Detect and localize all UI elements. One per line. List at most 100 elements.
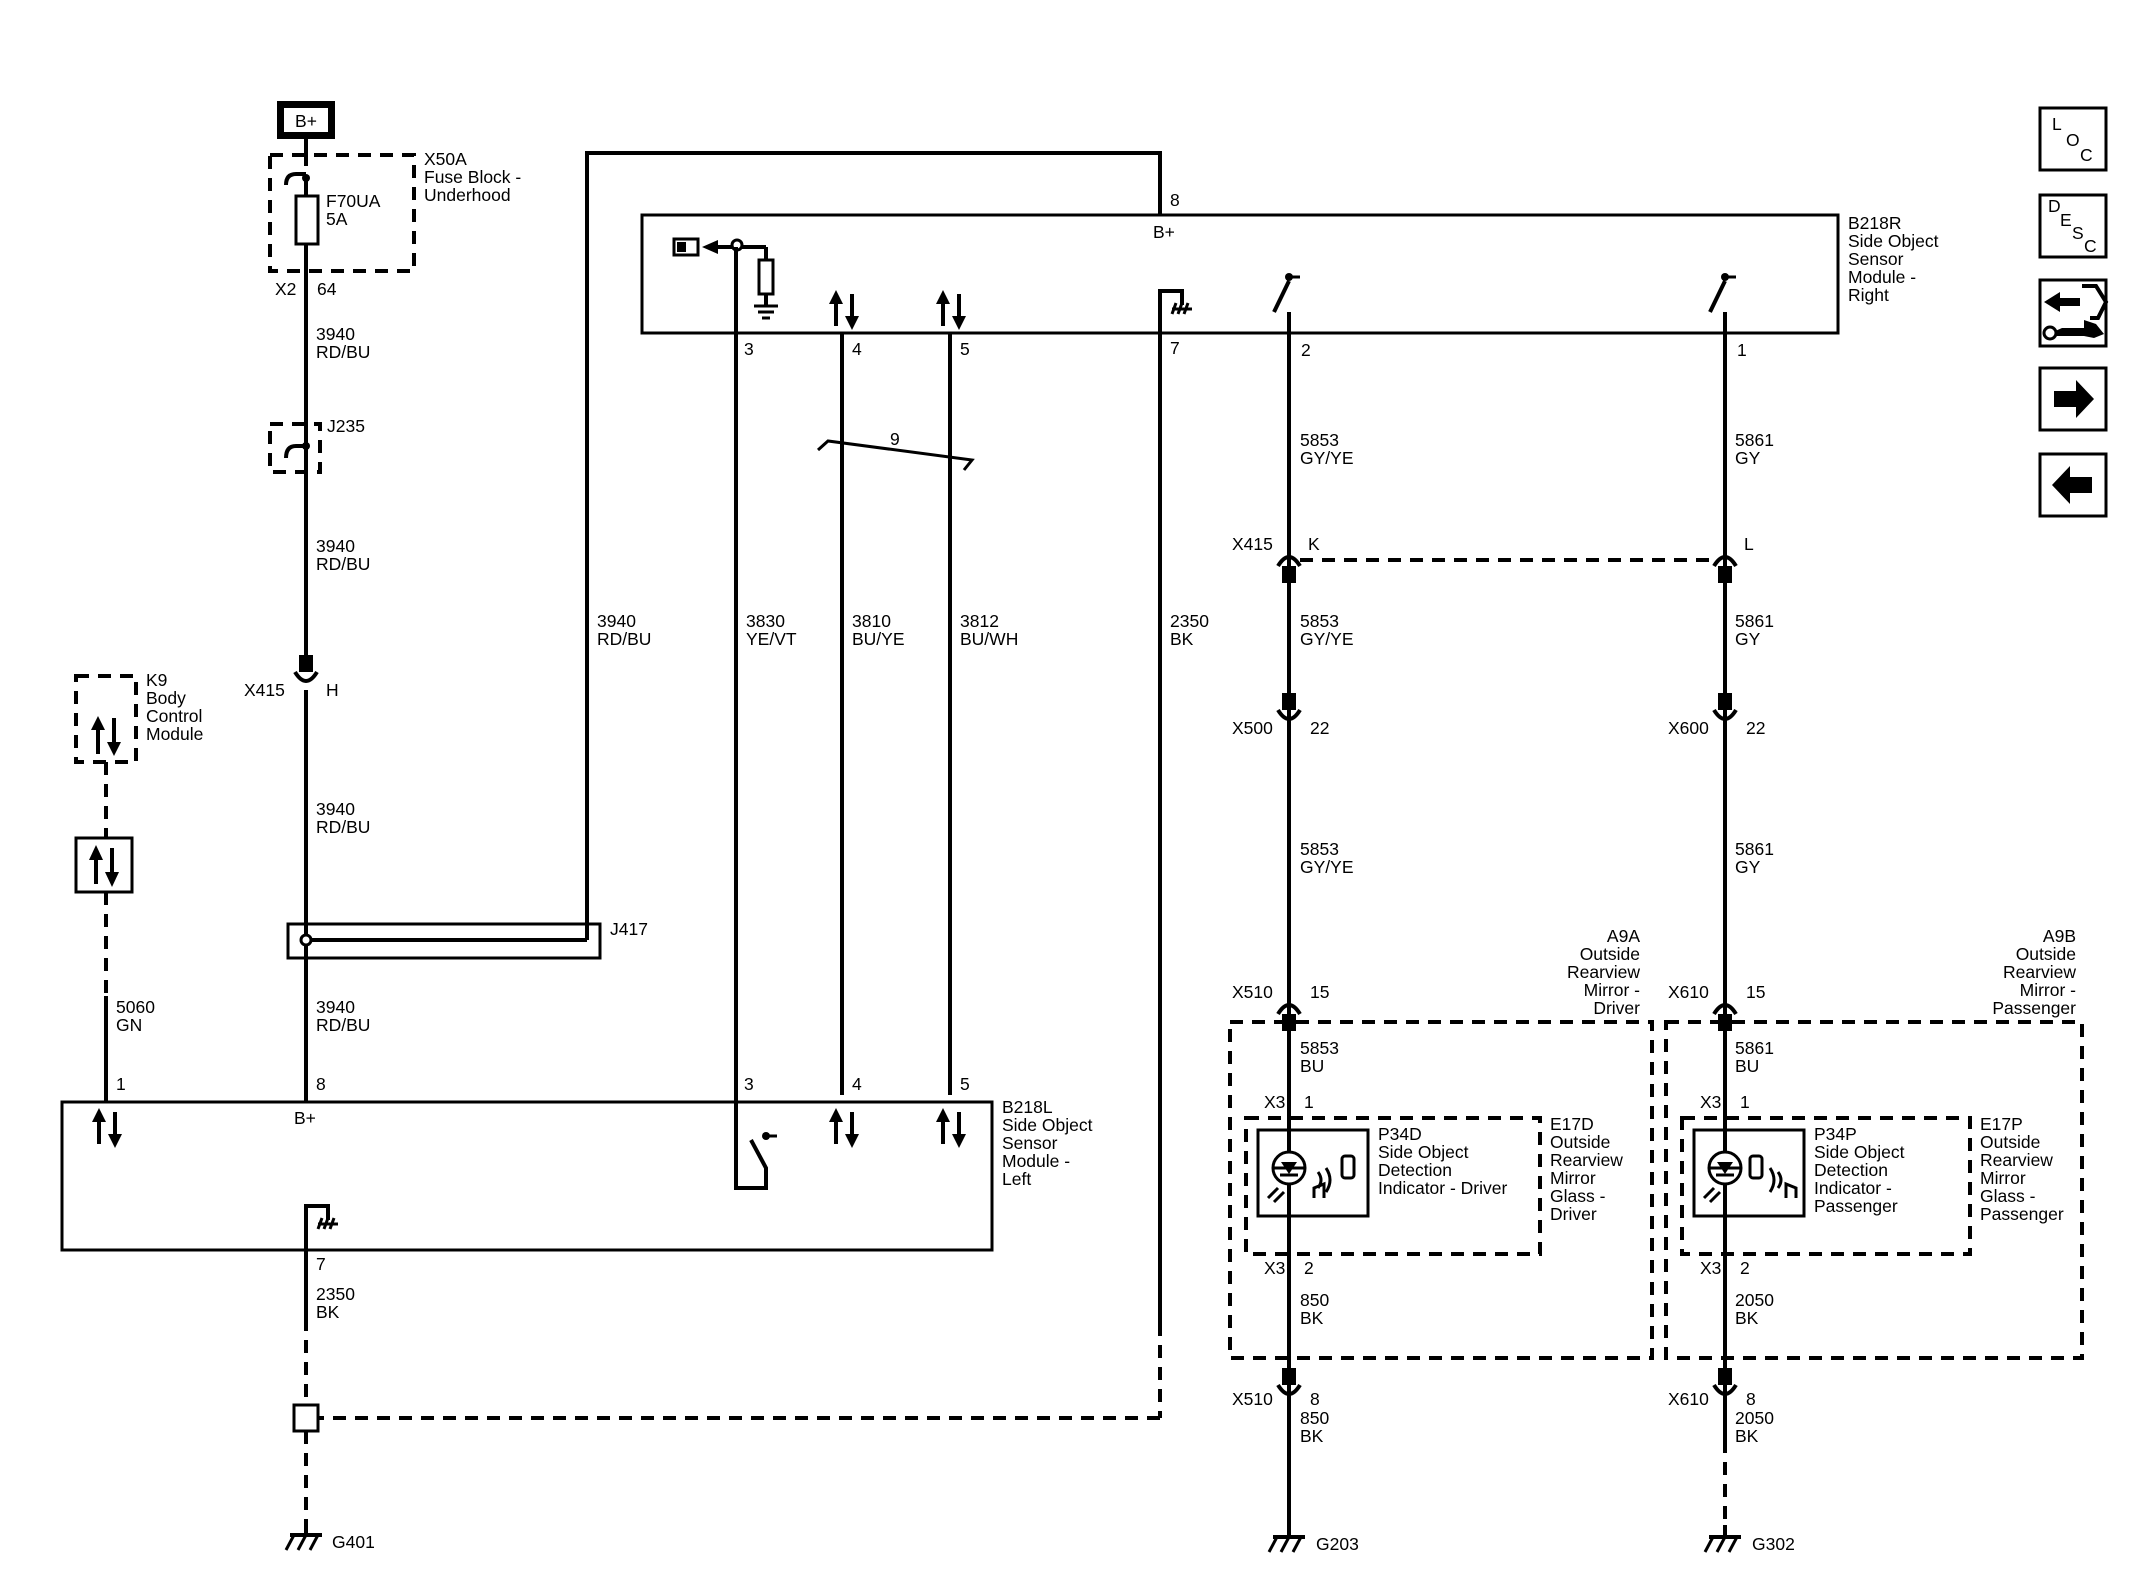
arrow-right-icon [2054, 380, 2094, 418]
driver-x3-bottom-label: X3 [1264, 1258, 1285, 1278]
glass-passenger-desc-4: Glass - [1980, 1186, 2036, 1206]
module-right-desc-1: Side Object [1848, 231, 1939, 251]
wire-5060-color: GN [116, 1015, 142, 1035]
wire-2050-color-2: BK [1735, 1426, 1759, 1446]
wire-5853-color-4: BU [1300, 1056, 1324, 1076]
indicator-passenger-led-icon [1702, 1150, 1743, 1204]
passenger-x3-bottom-pin: 2 [1740, 1258, 1750, 1278]
driver-x3-bottom-pin: 2 [1304, 1258, 1314, 1278]
previous-page-button[interactable] [2038, 452, 2108, 518]
glass-driver-desc-3: Mirror [1550, 1168, 1596, 1188]
glass-driver-outline [1244, 1116, 1542, 1256]
wire-3940-color-4: RD/BU [316, 1015, 370, 1035]
mirror-passenger-outline [1664, 1020, 2084, 1360]
module-left-desc-2: Sensor [1002, 1133, 1058, 1153]
module-right-pin4-data-arrows-icon [829, 290, 859, 330]
connector-x510-pin-8: 8 [1310, 1389, 1320, 1409]
wire-3940-circuit-4: 3940 [316, 997, 355, 1017]
module-left-pin-8: 8 [316, 1074, 326, 1094]
indicator-passenger-box [1692, 1128, 1806, 1218]
wire-5861-circuit-3: 5861 [1735, 839, 1774, 859]
module-left-pin-7: 7 [316, 1254, 326, 1274]
splice-j417-label: J417 [610, 919, 648, 939]
splice-j417-bar [286, 922, 602, 960]
bcm-outline [74, 674, 138, 764]
glass-driver-desc-5: Driver [1550, 1204, 1597, 1224]
loc-letter-1: L [2052, 114, 2062, 134]
module-right-pin-5: 5 [960, 339, 970, 359]
glass-passenger-id: E17P [1980, 1114, 2023, 1134]
diagnostic-tool-button[interactable] [2038, 278, 2109, 348]
connector-x415-label-right: X415 [1232, 534, 1273, 554]
wire-3810-circuit: 3810 [852, 611, 891, 631]
connector-x415-k [1276, 555, 1302, 583]
next-page-button[interactable] [2038, 366, 2108, 432]
wire-3940-to-right-module [585, 151, 1162, 940]
glass-passenger-desc-5: Passenger [1980, 1204, 2064, 1224]
splice-j235-outline [268, 422, 322, 474]
indicator-passenger-desc-3: Indicator - [1814, 1178, 1892, 1198]
wire-3940-color-5: RD/BU [597, 629, 651, 649]
wire-3810-color: BU/YE [852, 629, 905, 649]
driver-x3-top-label: X3 [1264, 1092, 1285, 1112]
module-right-pin-1: 1 [1737, 340, 1747, 360]
twisted-pair-marker [816, 439, 975, 471]
passenger-x3-bottom-label: X3 [1700, 1258, 1721, 1278]
desc-button[interactable]: D E S C [2038, 193, 2108, 259]
wire-2050-circuit-2: 2050 [1735, 1408, 1774, 1428]
module-right-pin5-data-arrows-icon [936, 290, 966, 330]
wire-5861-color-2: GY [1735, 629, 1761, 649]
mirror-driver-desc-2: Rearview [1567, 962, 1640, 982]
module-right-low-ref-output [672, 237, 778, 320]
fuse-block-desc-1: Fuse Block - [424, 167, 521, 187]
connector-x610-8 [1712, 1368, 1738, 1396]
wire-2350-left-color: BK [316, 1302, 340, 1322]
fuse-id: F70UA [326, 191, 381, 211]
mirror-passenger-desc-2: Rearview [2003, 962, 2076, 982]
driver-x3-top-pin: 1 [1304, 1092, 1314, 1112]
twisted-pair-label: 9 [890, 429, 900, 449]
wire-2350-right-circuit: 2350 [1170, 611, 1209, 631]
loc-letter-2: O [2066, 130, 2080, 150]
wire-3940-color-1: RD/BU [316, 342, 370, 362]
wire-5853-color-1: GY/YE [1300, 448, 1354, 468]
module-left-pin5-data-arrows-icon [936, 1108, 966, 1148]
connector-x510-label-top: X510 [1232, 982, 1273, 1002]
glass-driver-desc-4: Glass - [1550, 1186, 1606, 1206]
connector-x500-pin: 22 [1310, 718, 1329, 738]
loc-button[interactable]: L O C [2038, 106, 2108, 172]
wire-2350-right-color: BK [1170, 629, 1194, 649]
desc-letter-4: C [2084, 236, 2097, 256]
connector-x500 [1276, 693, 1302, 721]
module-right-ground-icon [1158, 289, 1192, 333]
connector-x415-pin-k: K [1308, 534, 1320, 554]
passenger-x3-top-pin: 1 [1740, 1092, 1750, 1112]
indicator-driver-box [1256, 1128, 1370, 1218]
splice-j235-label: J235 [327, 416, 365, 436]
module-right-pin-8: 8 [1170, 190, 1180, 210]
wire-5853-circuit-3: 5853 [1300, 839, 1339, 859]
ground-g401-icon [284, 1520, 322, 1551]
battery-label: B+ [295, 111, 317, 131]
car-detection-icon [1312, 1154, 1356, 1198]
wire-2350-left-circuit: 2350 [316, 1284, 355, 1304]
wire-5853-circuit-4: 5853 [1300, 1038, 1339, 1058]
module-right-switch-2 [1272, 273, 1300, 333]
splice-j235-symbol [284, 444, 306, 459]
fuse-block-outline [268, 153, 416, 273]
wire-5861-color-3: GY [1735, 857, 1761, 877]
wire-2050-circuit-1: 2050 [1735, 1290, 1774, 1310]
connector-x610-15 [1712, 1003, 1738, 1031]
module-left-bplus: B+ [294, 1108, 316, 1128]
fuse-rating: 5A [326, 209, 348, 229]
connector-x600 [1712, 693, 1738, 721]
connector-x610-pin-8: 8 [1746, 1389, 1756, 1409]
wire-5861-circuit-4: 5861 [1735, 1038, 1774, 1058]
connector-x510-15 [1276, 1003, 1302, 1031]
module-right-pin-3: 3 [744, 339, 754, 359]
module-left-switch-3 [734, 1132, 777, 1190]
passenger-x3-top-label: X3 [1700, 1092, 1721, 1112]
glass-driver-desc-1: Outside [1550, 1132, 1610, 1152]
connector-x415-pin-h: H [326, 680, 339, 700]
